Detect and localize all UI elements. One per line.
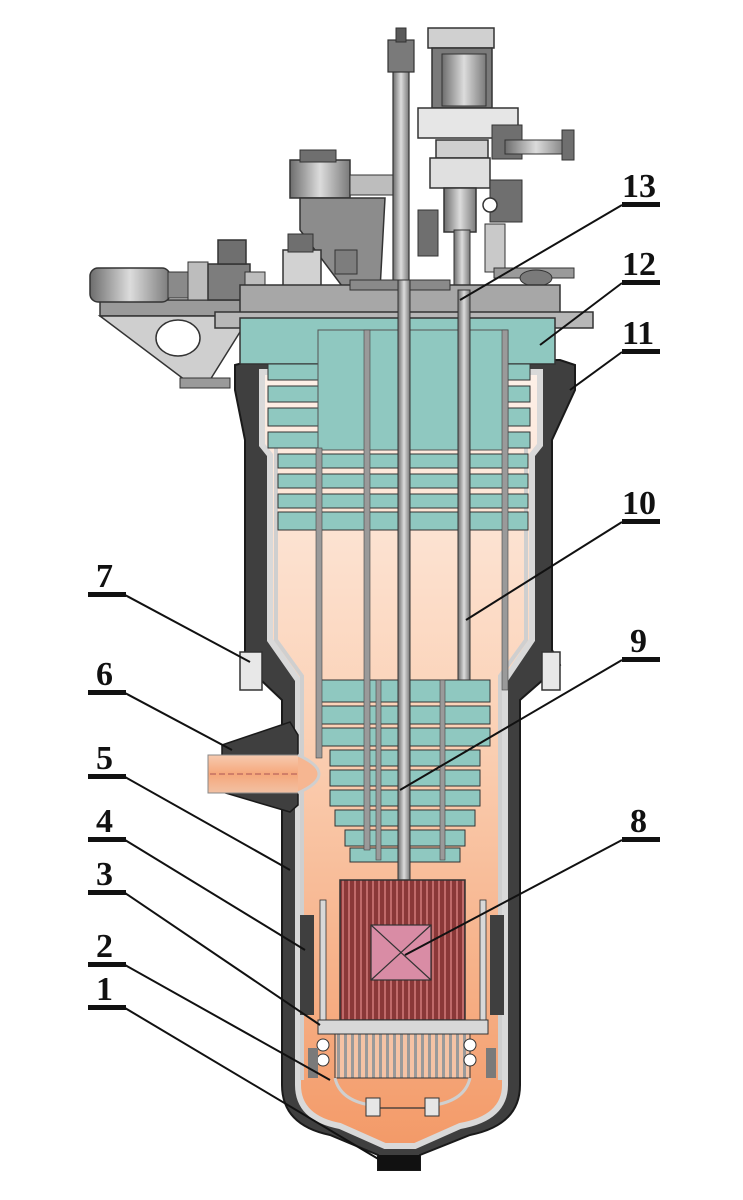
callout-bars <box>88 202 660 1010</box>
callout-9: 9 <box>630 623 647 660</box>
callout-13: 13 <box>622 168 656 205</box>
vessel-bottom-plug <box>378 1155 420 1170</box>
callout-11: 11 <box>622 315 654 352</box>
callout-6: 6 <box>96 656 113 693</box>
callout-labels: 1 2 3 4 5 6 7 8 9 10 11 12 13 <box>96 168 656 1008</box>
callout-12: 12 <box>622 246 656 283</box>
callout-5: 5 <box>96 740 113 777</box>
reactor-core <box>339 879 466 1021</box>
callout-10: 10 <box>622 485 656 522</box>
support-flange <box>239 651 263 691</box>
side-shield <box>300 899 504 1021</box>
callout-4: 4 <box>96 803 113 840</box>
core-support <box>308 1019 496 1117</box>
callout-3: 3 <box>96 856 113 893</box>
callout-8: 8 <box>630 803 647 840</box>
control-rod-shafts <box>315 279 509 881</box>
callout-1: 1 <box>96 971 113 1008</box>
callout-2: 2 <box>96 928 113 965</box>
callout-leaders <box>124 204 623 1161</box>
callout-7: 7 <box>96 558 113 595</box>
inlet-nozzle <box>207 721 321 813</box>
